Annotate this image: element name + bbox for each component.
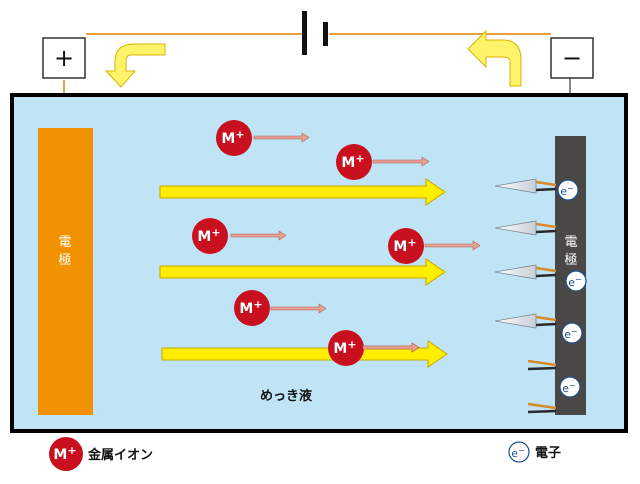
legend-electron-icon: [508, 441, 530, 463]
current-arrow: [159, 178, 446, 206]
ion-motion-arrow: [253, 132, 310, 143]
current-arrow: [159, 258, 446, 286]
positive-terminal: +: [42, 37, 86, 79]
svg-text:M+: M+: [333, 338, 356, 357]
svg-text:M+: M+: [239, 298, 262, 317]
legend-ion: M+ 金属イオン: [49, 437, 153, 471]
svg-text:e−: e−: [562, 381, 575, 395]
battery-icon: [302, 11, 328, 55]
solution-label: めっき液: [260, 388, 312, 404]
svg-text:e−: e−: [511, 446, 524, 460]
metal-ion: M+: [388, 228, 424, 264]
ion-motion-arrow: [230, 230, 287, 241]
metal-ion: M+: [216, 120, 252, 156]
svg-text:M+: M+: [53, 444, 76, 463]
metal-ions: M+ M+ M+ M+ M+ M+: [192, 120, 424, 366]
electron: e−: [561, 322, 583, 344]
deposit-needle: [494, 313, 557, 329]
deposit-needle: [494, 220, 557, 236]
legend-electron-label: 電子: [535, 446, 561, 461]
negative-terminal: −: [550, 37, 594, 79]
metal-ion: M+: [192, 218, 228, 254]
svg-text:M+: M+: [393, 236, 416, 255]
svg-text:e−: e−: [564, 327, 577, 341]
deposit-stub: [527, 402, 557, 414]
electrons: e− e− e− e−: [557, 179, 587, 398]
metal-ion: M+: [336, 144, 372, 180]
electron: e−: [557, 179, 579, 201]
svg-text:M+: M+: [221, 128, 244, 147]
plating-tank: [10, 93, 628, 433]
electron: e−: [559, 376, 581, 398]
deposit-needle: [494, 264, 557, 280]
svg-text:e−: e−: [560, 184, 573, 198]
ion-motion-arrow: [372, 156, 430, 167]
anode-label-char-2: 極: [58, 252, 71, 268]
metal-ion: M+: [328, 330, 364, 366]
bent-arrow-right-icon: [467, 29, 522, 87]
negative-terminal-label: −: [562, 44, 582, 72]
deposit-needle: [494, 178, 557, 194]
ion-motion-arrow: [424, 240, 481, 251]
svg-text:e−: e−: [568, 275, 581, 289]
deposit-stub: [527, 359, 557, 371]
metal-ion: M+: [234, 290, 270, 326]
positive-terminal-label: +: [54, 44, 74, 72]
svg-text:M+: M+: [341, 152, 364, 171]
legend-ion-label: 金属イオン: [87, 447, 153, 463]
cathode-label-char-1: 電: [564, 235, 577, 250]
svg-text:M+: M+: [197, 226, 220, 245]
anode-electrode: 電 極: [38, 128, 93, 415]
ion-motion-arrow: [270, 303, 327, 314]
bent-arrow-left-icon: [104, 43, 166, 88]
anode-label-char-1: 電: [58, 235, 71, 250]
ion-motion-arrow-overlay: [362, 342, 420, 353]
legend-ion-icon: [49, 437, 83, 471]
electron: e−: [565, 270, 587, 292]
legend-electron: e− 電子: [508, 441, 561, 463]
current-arrow: [161, 340, 448, 368]
current-arrows: [159, 178, 448, 368]
deposits: [494, 178, 557, 414]
cathode-label-char-2: 極: [564, 252, 577, 268]
